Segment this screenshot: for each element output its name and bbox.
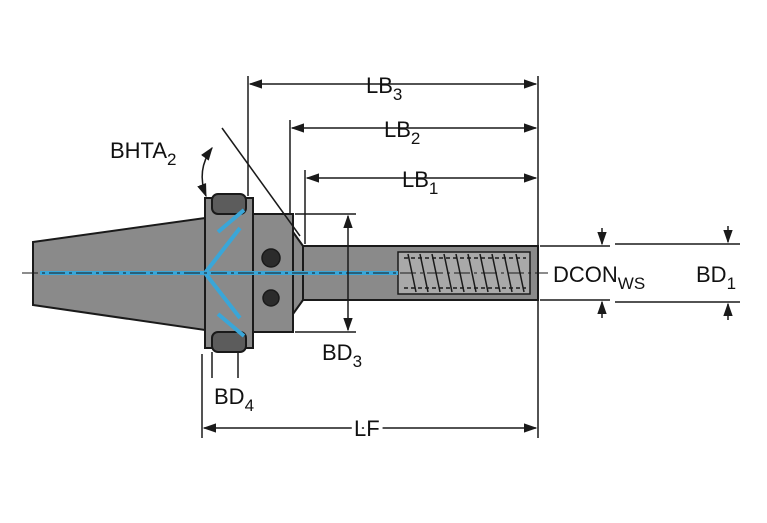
set-screw-lower xyxy=(262,289,280,307)
bhta2-angle-arc xyxy=(197,146,213,198)
flange-groove-bottom xyxy=(211,331,247,353)
set-screw-upper xyxy=(261,248,281,268)
label-bd1: BD1 xyxy=(696,262,736,293)
tool-body xyxy=(22,193,548,353)
labels: LB3 LB2 LB1 BHTA2 DCONWS BD1 BD3 BD4 LF xyxy=(110,73,736,445)
label-lb1: LB1 xyxy=(402,167,438,198)
label-lf: LF xyxy=(354,416,380,441)
flange-groove-top xyxy=(211,193,247,215)
label-bd4: BD4 xyxy=(214,384,254,415)
label-bhta2: BHTA2 xyxy=(110,138,177,169)
label-bd3: BD3 xyxy=(322,340,362,371)
dimension-lines xyxy=(197,76,740,438)
label-lb3: LB3 xyxy=(366,73,402,104)
label-dcon: DCONWS xyxy=(553,262,645,293)
label-lb2: LB2 xyxy=(384,117,420,148)
